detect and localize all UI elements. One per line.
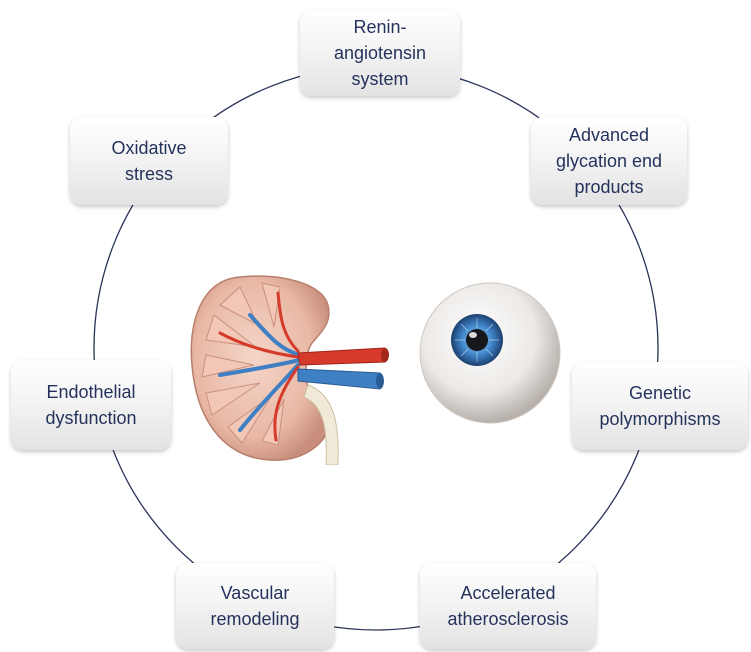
node-oxidative-stress: Oxidative stress	[70, 117, 228, 205]
node-endothelial-dysfunction: Endothelial dysfunction	[11, 360, 171, 450]
node-vascular-remodeling: Vascular remodeling	[176, 563, 334, 649]
eye-icon	[415, 278, 565, 428]
node-accelerated-atherosclerosis: Accelerated atherosclerosis	[420, 563, 596, 649]
kidney-icon	[180, 265, 390, 465]
node-advanced-glycation-end-products-label: Advanced glycation end products	[556, 122, 662, 200]
node-genetic-polymorphisms: Genetic polymorphisms	[572, 362, 748, 450]
node-accelerated-atherosclerosis-label: Accelerated atherosclerosis	[447, 580, 568, 632]
node-oxidative-stress-label: Oxidative stress	[111, 135, 186, 187]
node-endothelial-dysfunction-label: Endothelial dysfunction	[45, 379, 136, 431]
node-vascular-remodeling-label: Vascular remodeling	[210, 580, 299, 632]
node-renin-angiotensin-system: Renin- angiotensin system	[300, 10, 460, 96]
node-advanced-glycation-end-products: Advanced glycation end products	[531, 117, 687, 205]
node-renin-angiotensin-system-label: Renin- angiotensin system	[334, 14, 426, 92]
node-genetic-polymorphisms-label: Genetic polymorphisms	[599, 380, 720, 432]
